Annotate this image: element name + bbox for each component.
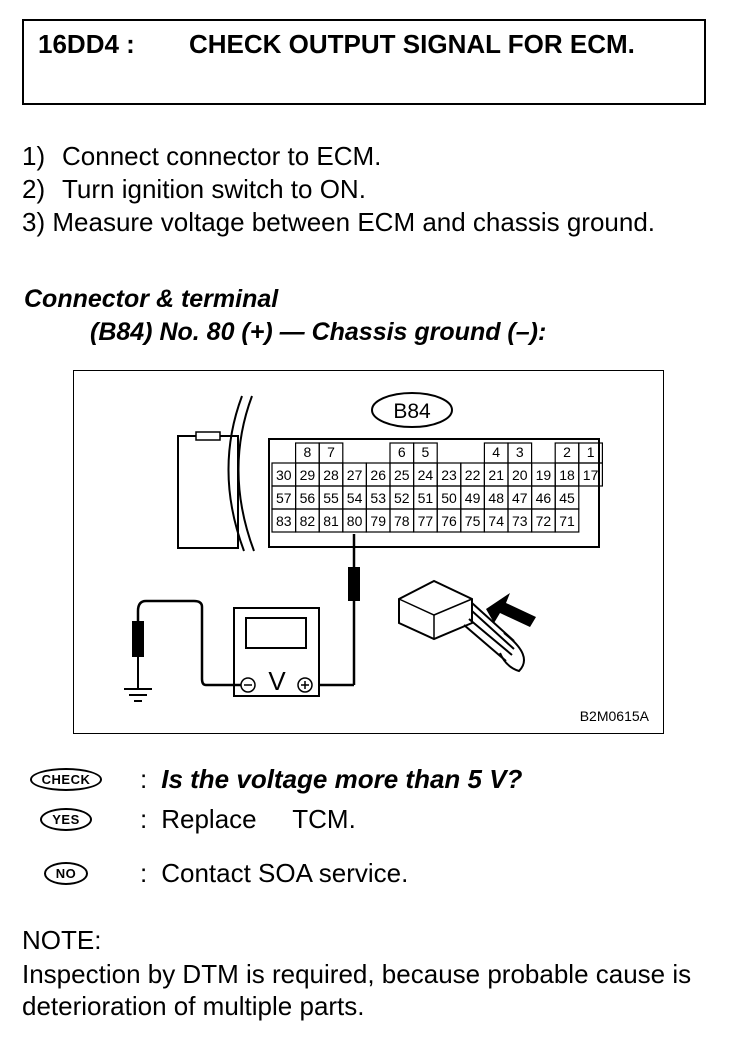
pin-2: 2: [563, 444, 571, 460]
pin-47: 47: [512, 490, 528, 506]
step-text: Turn ignition switch to ON.: [62, 174, 366, 204]
connector-terminal-label: Connector & terminal: [24, 285, 279, 313]
pin-7: 7: [327, 444, 335, 460]
pin-25: 25: [394, 467, 410, 483]
voltmeter-symbol: V: [268, 666, 286, 696]
colon: :: [140, 858, 148, 888]
pin-55: 55: [323, 490, 339, 506]
pin-76: 76: [441, 513, 457, 529]
pin-4: 4: [492, 444, 500, 460]
yes-tag: YES: [20, 805, 112, 835]
connector-id-ellipse: [371, 392, 453, 428]
check-row: CHECK : Is the voltage more than 5 V?: [20, 764, 522, 795]
no-action: Contact SOA service.: [161, 858, 409, 888]
step-text: Measure voltage between ECM and chassis …: [52, 207, 656, 237]
pin-49: 49: [465, 490, 481, 506]
positive-terminal: [297, 677, 313, 693]
no-row: NO : Contact SOA service.: [20, 858, 408, 889]
pin-77: 77: [418, 513, 434, 529]
pin-18: 18: [559, 467, 575, 483]
check-question: Is the voltage more than 5 V?: [161, 764, 523, 794]
probe-negative: [132, 621, 144, 657]
voltmeter-display: [245, 617, 307, 649]
pin-19: 19: [536, 467, 552, 483]
step-1: 1) Connect connector to ECM.: [22, 140, 706, 173]
step-number: 2): [22, 174, 46, 204]
pin-72: 72: [536, 513, 552, 529]
pin-3: 3: [516, 444, 524, 460]
pin-27: 27: [347, 467, 363, 483]
pin-56: 56: [300, 490, 316, 506]
pin-23: 23: [441, 467, 457, 483]
pin-53: 53: [370, 490, 386, 506]
pin-51: 51: [418, 490, 434, 506]
pin-24: 24: [418, 467, 434, 483]
note-heading: NOTE:: [22, 925, 102, 955]
header-box: 16DD4 : CHECK OUTPUT SIGNAL FOR ECM.: [22, 19, 706, 105]
connector-housing: [268, 438, 600, 548]
pin-50: 50: [441, 490, 457, 506]
pin-74: 74: [488, 513, 504, 529]
pin-52: 52: [394, 490, 410, 506]
insertion-arrow: [486, 593, 536, 627]
step-2: 2) Turn ignition switch to ON.: [22, 173, 706, 206]
step-3: 3) Measure voltage between ECM and chass…: [22, 206, 706, 239]
pin-46: 46: [536, 490, 552, 506]
pin-17-cell: [578, 462, 603, 487]
pin-30: 30: [276, 467, 292, 483]
probe-positive: [348, 567, 360, 601]
pin-17: 17: [583, 467, 599, 483]
pin-82: 82: [300, 513, 316, 529]
pin-22: 22: [465, 467, 481, 483]
colon: :: [140, 804, 148, 834]
note-body: Inspection by DTM is required, because p…: [22, 959, 692, 1021]
page-title: CHECK OUTPUT SIGNAL FOR ECM.: [189, 29, 635, 59]
pin-57: 57: [276, 490, 292, 506]
pin-21: 21: [488, 467, 504, 483]
pin-1: 1: [587, 444, 595, 460]
break-line: [227, 395, 245, 552]
check-tag: CHECK: [20, 765, 112, 795]
pin-26: 26: [370, 467, 386, 483]
no-tag: NO: [20, 859, 112, 889]
pin-28: 28: [323, 467, 339, 483]
figure-code: B2M0615A: [580, 708, 650, 724]
ground-lead: [136, 599, 241, 687]
pin-54: 54: [347, 490, 363, 506]
pin-29: 29: [300, 467, 316, 483]
step-number: 1): [22, 141, 46, 171]
yes-row: YES : Replace TCM.: [20, 804, 356, 835]
pin-5: 5: [422, 444, 430, 460]
pin-79: 79: [370, 513, 386, 529]
pin-6: 6: [398, 444, 406, 460]
connector-terminal-desc: (B84) No. 80 (+) — Chassis ground (–):: [90, 318, 547, 346]
step-code: 16DD4 :: [38, 29, 135, 59]
pin-71: 71: [559, 513, 575, 529]
step-text: Connect connector to ECM.: [62, 141, 382, 171]
connector-illustration: [398, 579, 536, 673]
pin-83: 83: [276, 513, 292, 529]
pin-75: 75: [465, 513, 481, 529]
pin-71-cell: [554, 508, 580, 533]
procedure-steps: 1) Connect connector to ECM. 2) Turn ign…: [22, 140, 706, 239]
pin-20: 20: [512, 467, 528, 483]
pin-78: 78: [394, 513, 410, 529]
pin-73: 73: [512, 513, 528, 529]
pin-81: 81: [323, 513, 339, 529]
pin-8: 8: [304, 444, 312, 460]
colon: :: [140, 764, 148, 794]
pin-48: 48: [488, 490, 504, 506]
connector-id-label: B84: [393, 400, 431, 423]
pin-45: 45: [559, 490, 575, 506]
pin-80: 80: [347, 513, 363, 529]
break-line: [237, 395, 255, 552]
yes-action: Replace TCM.: [161, 804, 356, 834]
connector-tab: [195, 431, 221, 441]
step-number: 3): [22, 207, 46, 237]
